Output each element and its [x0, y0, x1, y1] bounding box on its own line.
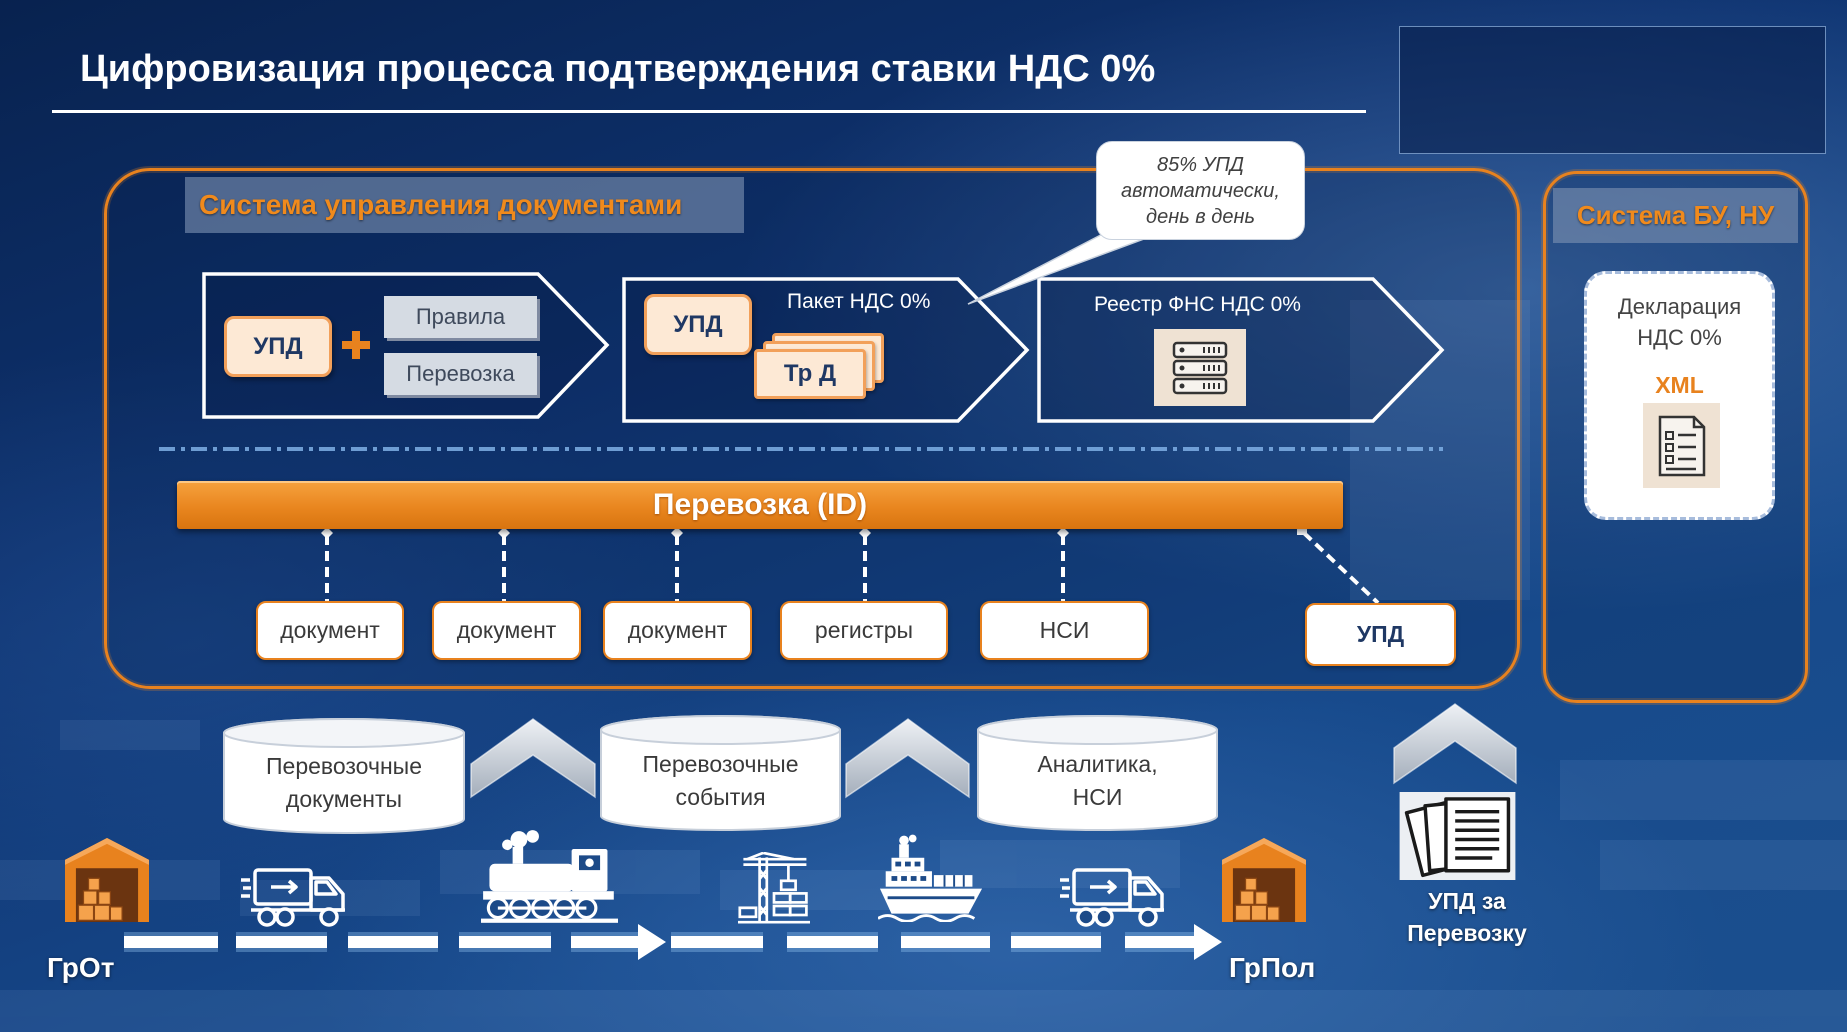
database-label: Перевозочные документы [224, 750, 464, 816]
node-document: документ [603, 601, 752, 660]
up-arrow-icon [470, 718, 596, 799]
server-icon [1154, 329, 1246, 406]
corner-panel [1399, 26, 1826, 154]
database-label: Аналитика, НСИ [978, 748, 1217, 814]
database-label-line: НСИ [1072, 784, 1123, 810]
callout-line: автоматически, [1121, 180, 1280, 202]
database-label-line: документы [285, 786, 403, 812]
database-label-line: Перевозочные [266, 753, 422, 779]
upward-arrows [470, 703, 1517, 799]
accounting-label: Система БУ, НУ [1553, 188, 1798, 243]
database-label-line: события [675, 784, 766, 810]
automation-callout: 85% УПД автоматически, день в день [1096, 141, 1305, 240]
transport-id-bar: Перевозка (ID) [177, 481, 1343, 529]
node-upd: УПД [1305, 603, 1456, 666]
up-arrow-icon [845, 718, 970, 799]
warehouse-icon [1222, 838, 1306, 922]
rules-tag: Правила [384, 296, 537, 338]
caption-line: УПД за [1428, 888, 1506, 914]
database-label-line: Перевозочные [642, 751, 799, 777]
format-label: XML [1655, 372, 1704, 398]
destination-label: ГрПол [1229, 952, 1316, 983]
origin-label: ГрОт [47, 952, 115, 983]
route-line [124, 924, 1222, 960]
node-reference-data: НСИ [980, 601, 1149, 660]
title-underline [52, 110, 1366, 113]
page-title: Цифровизация процесса подтверждения став… [80, 48, 1156, 90]
caption-line: Перевозку [1407, 920, 1527, 946]
transport-doc-card: Тр Д [754, 349, 866, 399]
callout-line: 85% УПД [1157, 154, 1244, 176]
document-icon [1399, 792, 1516, 880]
warehouse-icon [65, 838, 149, 922]
callout-line: день в день [1146, 206, 1255, 228]
up-arrow-icon [1393, 703, 1517, 785]
upd-document-caption: УПД за Перевозку [1387, 885, 1547, 949]
node-document: документ [256, 601, 404, 660]
train-icon [481, 830, 618, 925]
route-arrowhead [638, 924, 666, 960]
database-label-line: Аналитика, [1037, 751, 1158, 777]
stage1-upd-box: УПД [224, 316, 332, 377]
declaration-card [1584, 271, 1775, 520]
bar-connectors [321, 525, 1380, 605]
database-cylinders [223, 715, 1218, 834]
node-registers: регистры [780, 601, 948, 660]
transport-tag: Перевозка [384, 353, 537, 395]
stage2-title: Пакет НДС 0% [787, 290, 931, 313]
route-arrowhead [1194, 924, 1222, 960]
stage3-title: Реестр ФНС НДС 0% [1094, 293, 1301, 316]
xml-file-icon [1643, 403, 1720, 488]
declaration-subtitle: НДС 0% [1637, 325, 1722, 350]
dms-label: Система управления документами [185, 177, 744, 233]
node-document: документ [432, 601, 581, 660]
database-label: Перевозочные события [601, 748, 840, 814]
plus-icon [340, 329, 372, 361]
declaration-title: Декларация [1617, 294, 1742, 319]
stage2-upd-box: УПД [644, 294, 752, 355]
